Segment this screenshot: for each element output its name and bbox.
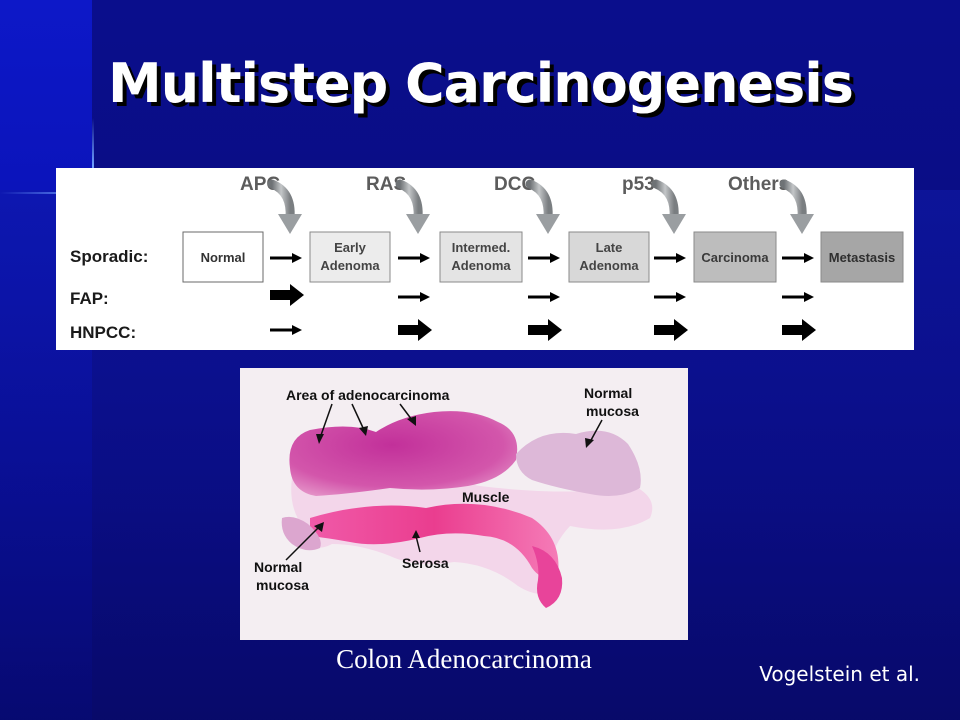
hnpcc-arrow: [270, 325, 302, 335]
row-label-hnpcc: HNPCC:: [70, 323, 136, 342]
svg-text:Intermed.: Intermed.: [452, 240, 511, 255]
sporadic-arrow: [528, 253, 560, 263]
pointer-arrow: [285, 403, 603, 561]
slide-title: Multistep Carcinogenesis: [108, 52, 854, 115]
fap-arrow-thick: [270, 284, 304, 306]
row-label-fap: FAP:: [70, 289, 109, 308]
curved-arrow-others: [779, 179, 814, 234]
stage-box-normal: Normal: [182, 231, 264, 283]
label-muscle: Muscle: [462, 489, 510, 505]
stage-box-early-adenoma: Early Adenoma: [309, 231, 391, 283]
curved-arrow-dcc: [525, 179, 560, 234]
label-normal-mucosa-top-1: Normal: [584, 385, 632, 401]
svg-text:Carcinoma: Carcinoma: [701, 250, 769, 265]
decorative-vertical-line: [92, 118, 94, 198]
svg-text:Adenoma: Adenoma: [579, 258, 639, 273]
gene-label-ras: RAS: [366, 174, 406, 195]
citation-text: Vogelstein et al.: [759, 662, 920, 686]
hnpcc-arrow-thick: [398, 319, 432, 341]
fap-arrow: [654, 292, 686, 302]
gene-label-p53: p53: [622, 174, 655, 195]
fap-arrow: [528, 292, 560, 302]
svg-text:Adenoma: Adenoma: [451, 258, 511, 273]
stage-box-carcinoma: Carcinoma: [693, 231, 777, 283]
sporadic-arrow: [398, 253, 430, 263]
figure-caption: Colon Adenocarcinoma: [336, 644, 592, 674]
curved-arrow-ras: [395, 179, 430, 234]
hnpcc-arrow-thick: [528, 319, 562, 341]
label-adenocarcinoma: Area of adenocarcinoma: [286, 387, 450, 403]
fap-arrow: [782, 292, 814, 302]
stage-box-late-adenoma: Late Adenoma: [568, 231, 650, 283]
tissue-muscle-layer: [310, 503, 559, 578]
label-normal-mucosa-left-2: mucosa: [256, 577, 309, 593]
label-normal-mucosa-left-1: Normal: [254, 559, 302, 575]
gene-label-dcc: DCC: [494, 174, 535, 195]
sporadic-arrow: [782, 253, 814, 263]
fap-arrow: [398, 292, 430, 302]
row-label-sporadic: Sporadic:: [70, 247, 148, 266]
carcinogenesis-pathway-diagram: APC RAS DCC p53 Others Sporadic: FAP: HN: [56, 168, 914, 350]
sporadic-arrow: [654, 253, 686, 263]
hnpcc-arrow-thick: [782, 319, 816, 341]
curved-arrow-apc: [267, 179, 302, 234]
svg-text:Metastasis: Metastasis: [829, 250, 895, 265]
label-normal-mucosa-top-2: mucosa: [586, 403, 639, 419]
tissue-normal-mucosa-right: [516, 430, 641, 496]
label-serosa: Serosa: [402, 555, 449, 571]
svg-text:Normal: Normal: [201, 250, 246, 265]
histology-image: Area of adenocarcinoma Normal mucosa Mus…: [240, 368, 688, 640]
tissue-normal-mucosa-left: [281, 516, 321, 551]
gene-label-others: Others: [728, 174, 789, 195]
tissue-muscle-curl: [532, 546, 563, 608]
hnpcc-arrow-thick: [654, 319, 688, 341]
gene-label-apc: APC: [240, 174, 280, 195]
svg-text:Early: Early: [334, 240, 367, 255]
stage-box-intermed-adenoma: Intermed. Adenoma: [439, 231, 523, 283]
curved-arrow-p53: [651, 179, 686, 234]
sporadic-arrow: [270, 253, 302, 263]
svg-text:Adenoma: Adenoma: [320, 258, 380, 273]
tissue-adenocarcinoma-area: [289, 411, 518, 496]
stage-box-metastasis: Metastasis: [820, 231, 904, 283]
svg-text:Late: Late: [596, 240, 623, 255]
